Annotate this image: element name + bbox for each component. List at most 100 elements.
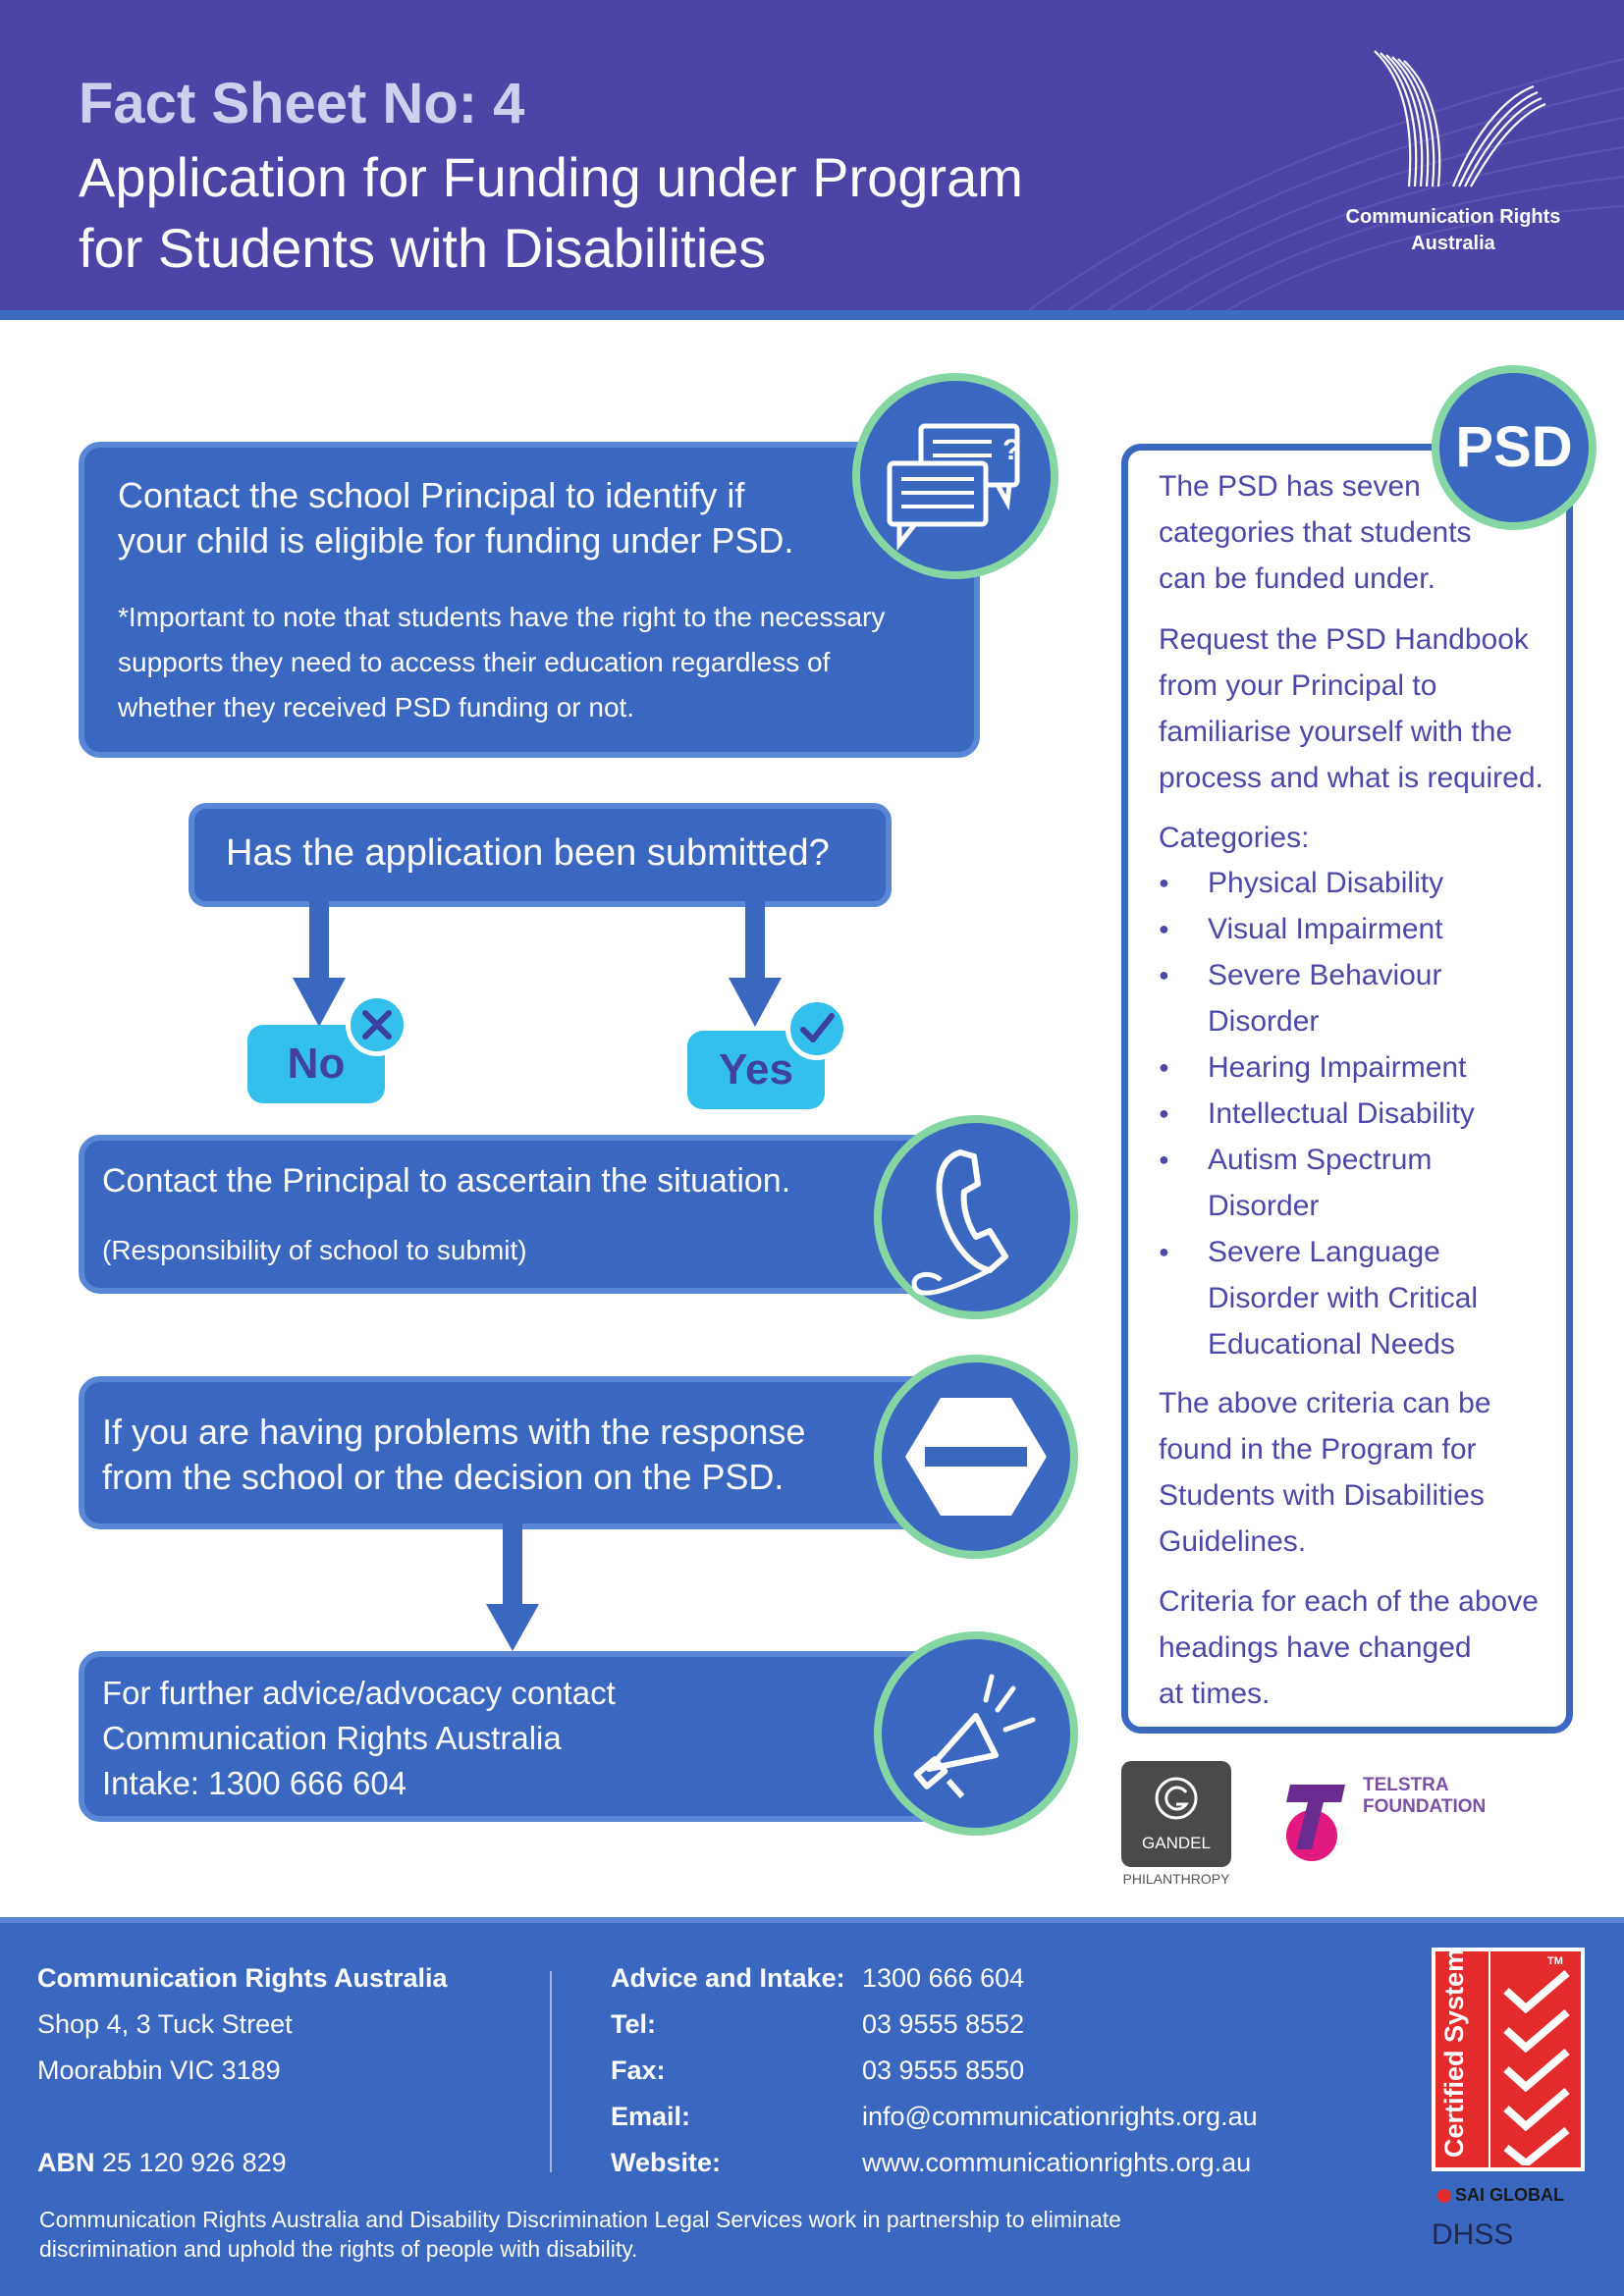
question-box xyxy=(189,803,892,907)
communication-rights-logo: Communication Rights Australia xyxy=(1316,39,1591,265)
footer-contact-value: 1300 666 604 xyxy=(862,1963,1025,1993)
psd-badge: PSD xyxy=(1432,365,1597,530)
sai-dot-icon xyxy=(1437,2189,1451,2204)
step-further-advice-box xyxy=(79,1651,943,1822)
psd-handbook-line1: Request the PSD Handbook xyxy=(1159,623,1529,656)
partnership-line1: Communication Rights Australia and Disab… xyxy=(39,2207,1121,2232)
psd-handbook-paragraph: Request the PSD Handbook from your Princ… xyxy=(1159,616,1561,801)
yes-badge: Yes xyxy=(687,1031,825,1109)
category-label: Hearing Impairment xyxy=(1208,1051,1467,1084)
psd-handbook-line2: from your Principal to xyxy=(1159,669,1437,702)
step1-main-text: Contact the school Principal to identify… xyxy=(118,473,793,563)
category-item: Physical Disability xyxy=(1159,860,1561,906)
step-problems-box xyxy=(79,1376,943,1529)
phone-icon xyxy=(874,1115,1078,1319)
category-label-cont: Educational Needs xyxy=(1208,1328,1455,1361)
footer-contact-value: 03 9555 8550 xyxy=(862,2056,1025,2085)
step1-main-line2: your child is eligible for funding under… xyxy=(118,520,794,561)
psd-intro-paragraph: The PSD has seven categories that studen… xyxy=(1159,463,1561,602)
footer-contact-label: Tel: xyxy=(611,2009,656,2039)
criteria-line1: The above criteria can be xyxy=(1159,1387,1491,1419)
logo-line2: Australia xyxy=(1411,233,1495,254)
step1-note-text: *Important to note that students have th… xyxy=(118,595,885,730)
dhss-label: DHSS xyxy=(1432,2218,1514,2251)
footer-contact-value: 03 9555 8552 xyxy=(862,2009,1025,2039)
arrow-to-yes xyxy=(729,901,782,1027)
yes-label: Yes xyxy=(719,1045,793,1094)
category-label-cont: Disorder xyxy=(1208,1190,1320,1222)
fact-sheet-number: Fact Sheet No: 4 xyxy=(79,72,525,135)
footer-address-line2: Moorabbin VIC 3189 xyxy=(37,2056,281,2085)
checkmark-icon xyxy=(785,997,848,1060)
category-label-cont: Disorder xyxy=(1208,1005,1320,1038)
stop-sign-icon xyxy=(874,1355,1078,1559)
certified-tm: TM xyxy=(1547,1955,1563,1967)
footer-abn: ABN 25 120 926 829 xyxy=(37,2148,287,2178)
header-bottom-stripe xyxy=(0,310,1624,320)
certified-red-bar xyxy=(1435,1951,1489,2167)
footer-contact-label: Advice and Intake: xyxy=(611,1963,845,1993)
criteria-paragraph: The above criteria can be found in the P… xyxy=(1159,1380,1561,1565)
psd-intro-line3: can be funded under. xyxy=(1159,562,1435,595)
gandel-name: GANDEL xyxy=(1142,1834,1211,1852)
footer-address-line1: Shop 4, 3 Tuck Street xyxy=(37,2009,293,2039)
psd-handbook-line4: process and what is required. xyxy=(1159,762,1543,794)
step-contact-principal-situation-box xyxy=(79,1135,943,1294)
criteria-changed-line3: at times. xyxy=(1159,1678,1271,1710)
psd-intro-line2: categories that students xyxy=(1159,516,1472,549)
footer-partnership-text: Communication Rights Australia and Disab… xyxy=(39,2205,1121,2264)
megaphone-icon xyxy=(874,1631,1078,1836)
footer-org-name: Communication Rights Australia xyxy=(37,1963,448,1993)
header-banner: Fact Sheet No: 4 Application for Funding… xyxy=(0,0,1624,320)
step4-line3: Intake: 1300 666 604 xyxy=(102,1765,407,1801)
sai-name: SAI GLOBAL xyxy=(1455,2185,1564,2205)
arrow-to-advice xyxy=(486,1523,539,1651)
step3-line1: If you are having problems with the resp… xyxy=(102,1412,806,1452)
no-label: No xyxy=(287,1040,346,1088)
logo-text: Communication Rights Australia xyxy=(1316,204,1591,257)
logo-wing-icon xyxy=(1374,50,1546,187)
categories-list: Physical Disability Visual Impairment Se… xyxy=(1159,860,1561,1367)
page-title-line2: for Students with Disabilities xyxy=(79,217,767,279)
footer-top-stripe xyxy=(0,1917,1624,1923)
certified-checks-icon xyxy=(1503,1969,1570,2165)
criteria-line3: Students with Disabilities xyxy=(1159,1479,1485,1512)
gandel-mark-icon xyxy=(1155,1777,1198,1820)
telstra-line1: TELSTRA xyxy=(1363,1775,1449,1795)
logo-line1: Communication Rights xyxy=(1345,206,1561,228)
certified-system-badge: Certified System TM xyxy=(1432,1948,1585,2171)
criteria-changed-line2: headings have changed xyxy=(1159,1631,1472,1664)
gandel-subtitle: PHILANTHROPY xyxy=(1122,1871,1230,1887)
step2-sub-text: (Responsibility of school to submit) xyxy=(102,1235,527,1265)
chat-bubbles-icon: ? xyxy=(852,373,1058,579)
step-contact-principal-box xyxy=(79,442,980,758)
step1-note-line2: supports they need to access their educa… xyxy=(118,647,831,677)
category-label-cont: Disorder with Critical xyxy=(1208,1282,1479,1314)
step1-note-line1: *Important to note that students have th… xyxy=(118,602,886,632)
category-item: Visual Impairment xyxy=(1159,906,1561,952)
footer-email-link[interactable]: info@communicationrights.org.au xyxy=(862,2102,1258,2131)
svg-text:?: ? xyxy=(1002,434,1020,466)
gandel-logo: GANDEL xyxy=(1121,1761,1231,1867)
step3-text: If you are having problems with the resp… xyxy=(102,1410,805,1500)
footer-website-link[interactable]: www.communicationrights.org.au xyxy=(862,2148,1252,2177)
category-label: Intellectual Disability xyxy=(1208,1097,1475,1130)
category-label: Severe Behaviour xyxy=(1208,959,1442,991)
category-item: Intellectual Disability xyxy=(1159,1091,1561,1137)
psd-intro-line1: The PSD has seven xyxy=(1159,470,1421,503)
step2-main-text: Contact the Principal to ascertain the s… xyxy=(102,1162,791,1200)
category-label: Severe Language xyxy=(1208,1236,1440,1268)
criteria-line2: found in the Program for xyxy=(1159,1433,1477,1466)
criteria-changed-line1: Criteria for each of the above xyxy=(1159,1585,1539,1618)
step4-line1: For further advice/advocacy contact xyxy=(102,1675,616,1711)
psd-handbook-line3: familiarise yourself with the xyxy=(1159,716,1513,748)
partnership-line2: discrimination and uphold the rights of … xyxy=(39,2236,638,2262)
footer-divider xyxy=(550,1971,552,2172)
category-item: Hearing Impairment xyxy=(1159,1044,1561,1091)
arrow-to-no xyxy=(293,901,346,1027)
footer xyxy=(0,1917,1624,2296)
page-title-line1: Application for Funding under Program xyxy=(79,146,1023,208)
footer-contact-label: Email: xyxy=(611,2102,691,2131)
